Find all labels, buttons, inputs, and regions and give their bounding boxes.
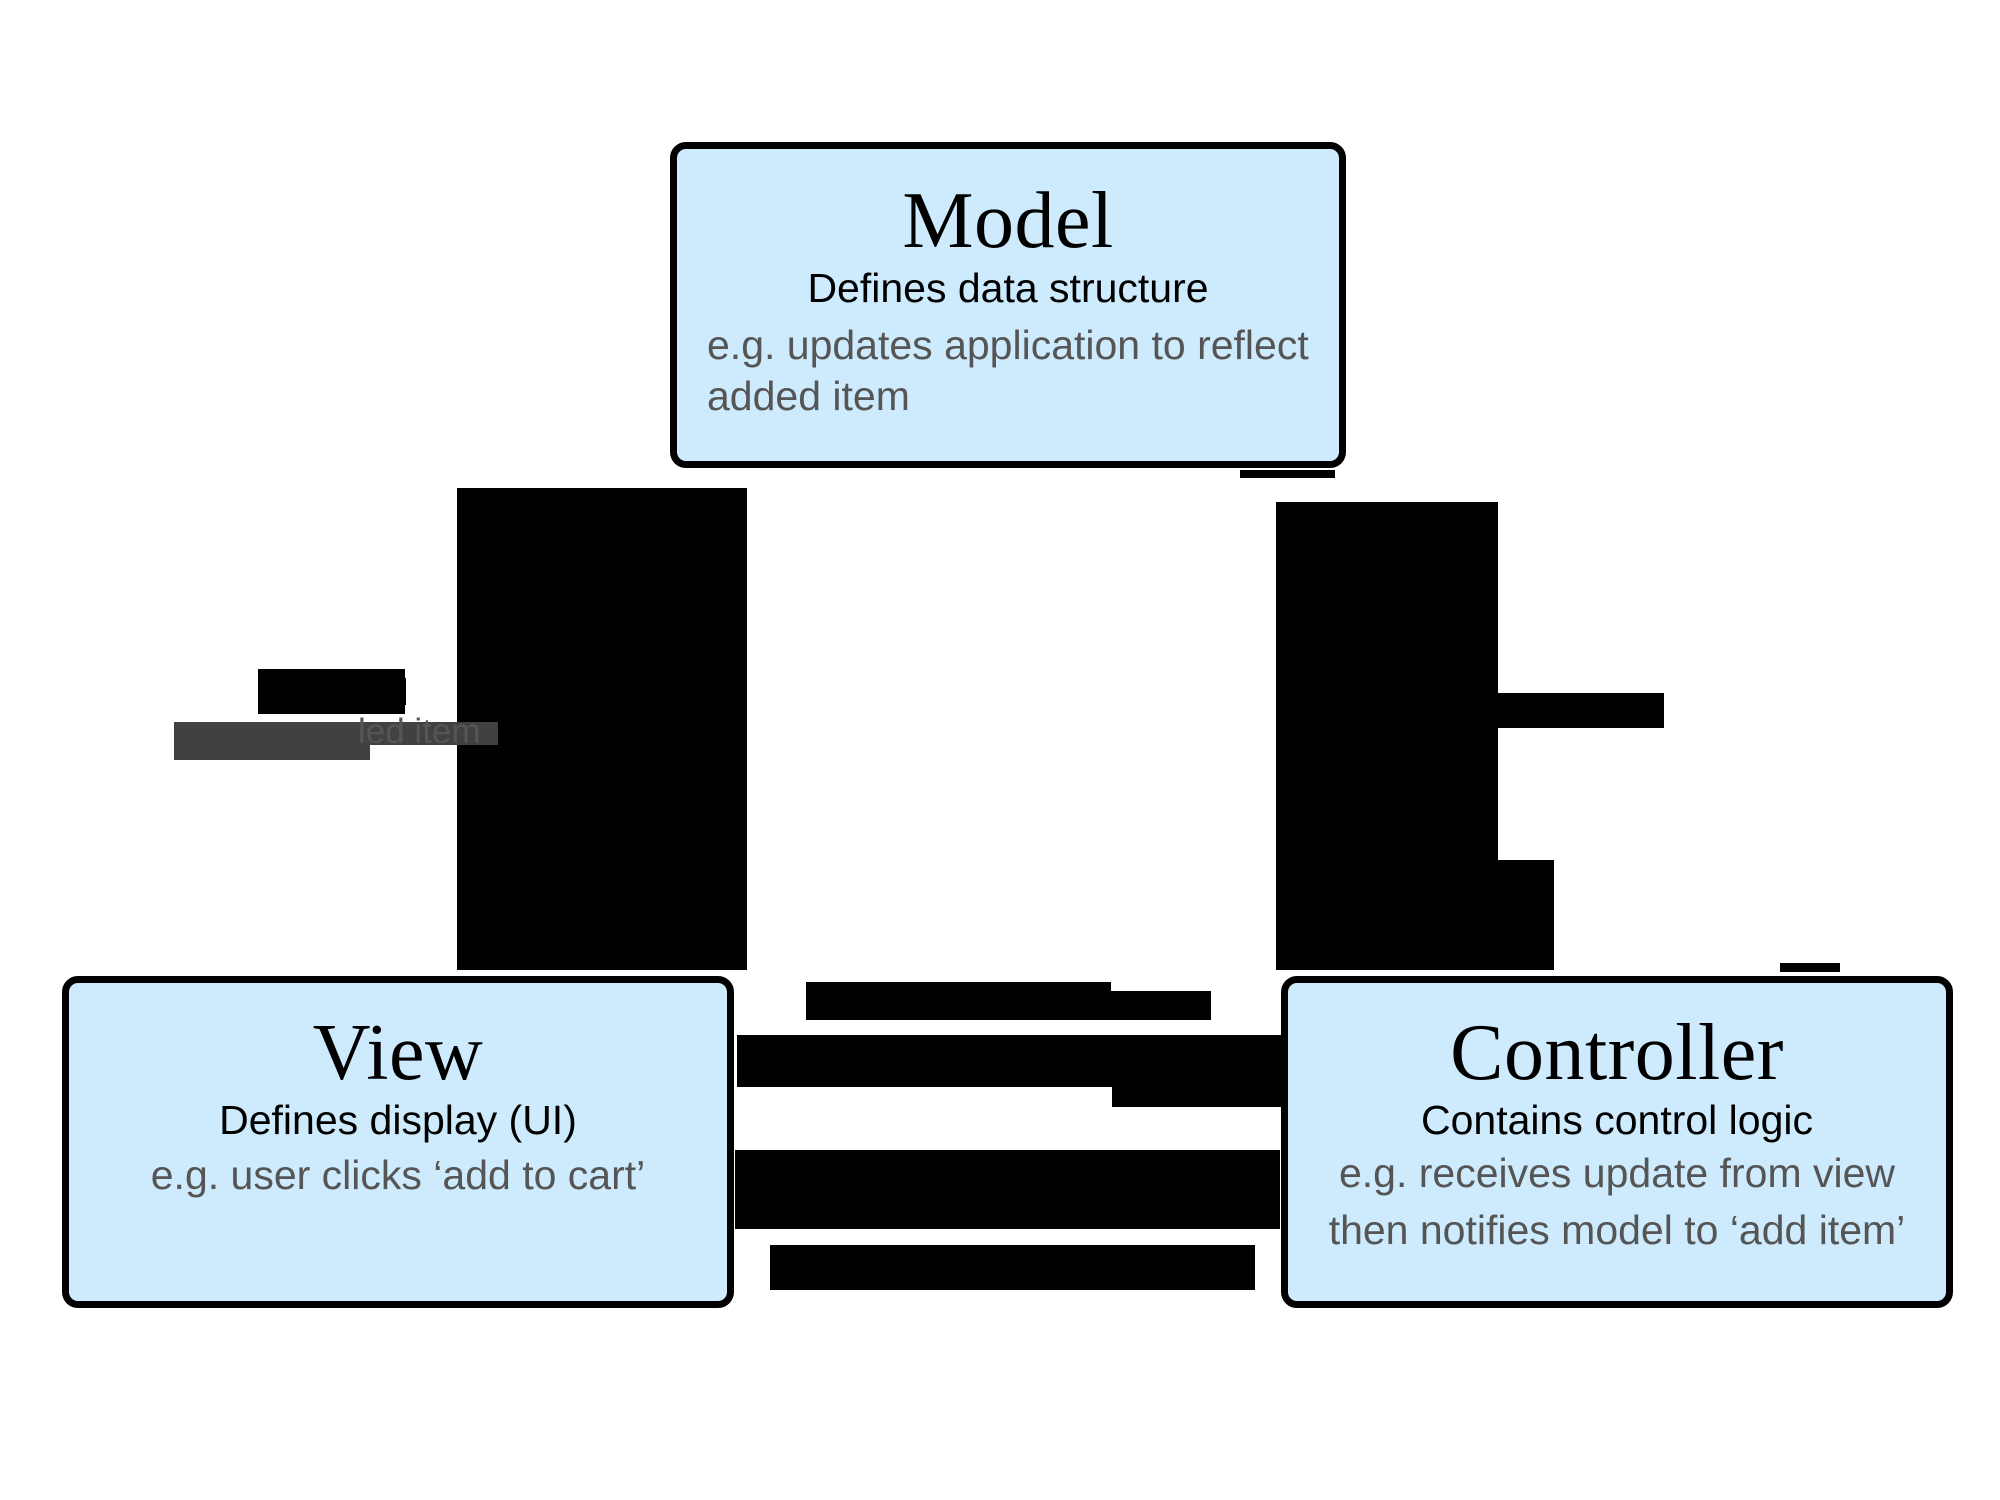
model-title: Model xyxy=(902,177,1114,265)
mvc-box-view[interactable]: View Defines display (UI) e.g. user clic… xyxy=(62,976,734,1308)
redaction-bar-center-4 xyxy=(770,1245,1255,1290)
model-example: e.g. updates application to reflect adde… xyxy=(707,322,1309,420)
redaction-bar-center-2b xyxy=(1112,1035,1282,1107)
view-subtitle: Defines display (UI) xyxy=(219,1097,577,1143)
view-title: View xyxy=(312,1009,484,1097)
mvc-box-controller[interactable]: Controller Contains control logic e.g. r… xyxy=(1281,976,1953,1308)
redaction-bar-left-column xyxy=(457,488,747,970)
redaction-bar-controller-top-edge xyxy=(1780,963,1840,972)
controller-example-line1: e.g. receives update from view xyxy=(1338,1150,1896,1197)
controller-example-line2: then notifies model to ‘add item’ xyxy=(1328,1207,1906,1254)
controller-subtitle: Contains control logic xyxy=(1421,1097,1813,1143)
mvc-box-model[interactable]: Model Defines data structure e.g. update… xyxy=(670,142,1346,468)
redaction-bar-center-3 xyxy=(735,1150,1280,1229)
redaction-bar-right-foot xyxy=(1276,860,1554,970)
redaction-bar-left-small-step xyxy=(367,678,406,705)
redaction-bar-left-grey-block xyxy=(174,722,370,760)
model-subtitle: Defines data structure xyxy=(807,265,1209,311)
redaction-bar-center-1b xyxy=(1110,991,1211,1020)
redaction-bar-center-1 xyxy=(806,982,1111,1020)
arrow-label-added-item: led item xyxy=(358,712,481,751)
redaction-bar-right-stub xyxy=(1488,693,1664,728)
controller-title: Controller xyxy=(1450,1009,1784,1097)
view-example: e.g. user clicks ‘add to cart’ xyxy=(150,1152,646,1199)
redaction-bar-right-top-edge xyxy=(1240,470,1335,478)
